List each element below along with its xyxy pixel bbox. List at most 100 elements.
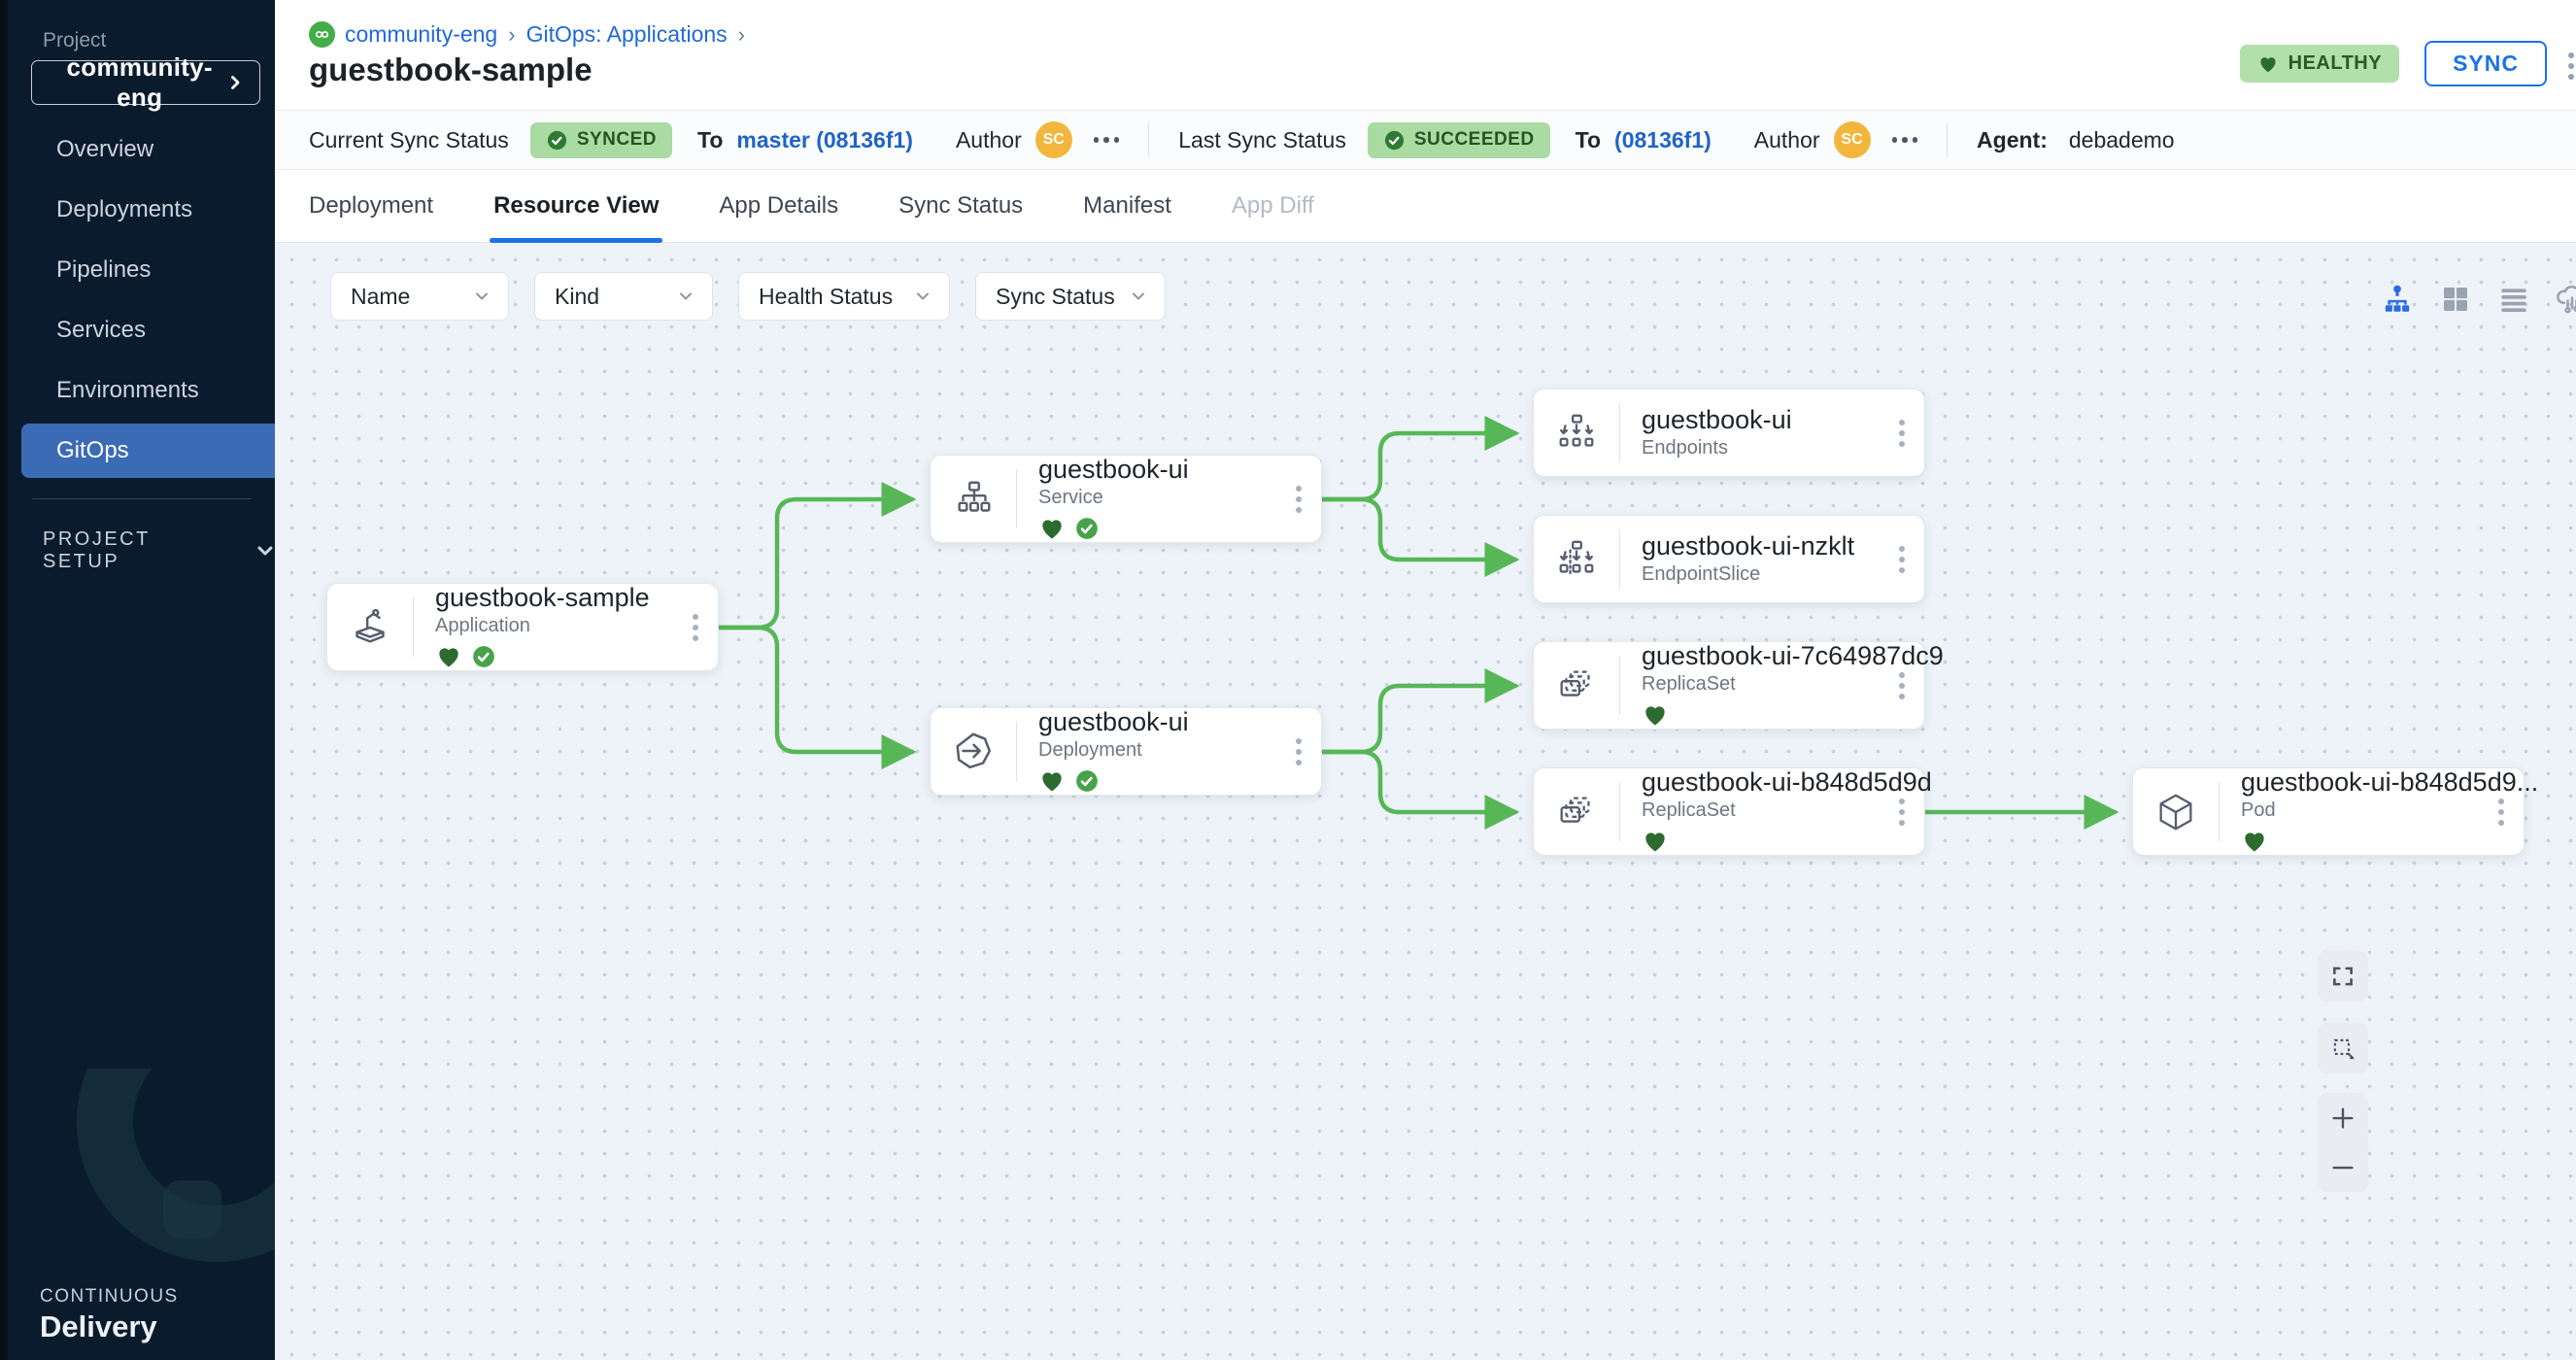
graph-node-application[interactable]: guestbook-sample Application [326, 583, 719, 671]
chevron-down-icon [680, 292, 692, 300]
healthy-heart-icon [1645, 833, 1665, 852]
tab-resource-view[interactable]: Resource View [490, 170, 663, 243]
node-menu-kebab-icon[interactable] [2494, 795, 2508, 830]
endpoints-icon [1534, 411, 1619, 456]
breadcrumb-section-link[interactable]: GitOps: Applications [525, 21, 728, 47]
page-title: guestbook-sample [309, 51, 593, 87]
endpointslice-icon [1534, 537, 1619, 582]
node-menu-kebab-icon[interactable] [689, 610, 702, 645]
node-title: guestbook-ui [1642, 405, 1792, 434]
node-kind: ReplicaSet [1642, 799, 1736, 822]
select-region-button[interactable] [2318, 1023, 2368, 1073]
tab-app-diff: App Diff [1232, 170, 1314, 243]
node-kind: Endpoints [1642, 437, 1728, 459]
chevron-down-icon [917, 292, 929, 300]
sidebar-item-deployments[interactable]: Deployments [8, 180, 275, 240]
graph-node-replicaset-7c64987dc9[interactable]: guestbook-ui-7c64987dc9 ReplicaSet [1533, 641, 1944, 730]
sidebar-item-pipelines[interactable]: Pipelines [8, 240, 275, 300]
synced-check-icon [473, 646, 494, 668]
last-sync-status-label: Last Sync Status [1178, 126, 1346, 153]
filter-label: Name [351, 283, 411, 309]
node-title: guestbook-ui-b848d5d9d [1642, 767, 1932, 797]
deployment-icon [931, 730, 1016, 774]
health-status-filter-dropdown[interactable]: Health Status [738, 272, 950, 321]
breadcrumb-project-link[interactable]: community-eng [345, 21, 498, 47]
gitops-green-icon [309, 21, 335, 48]
tab-label: Resource View [493, 192, 660, 219]
fullscreen-icon [2333, 967, 2353, 986]
zoom-out-button[interactable] [2318, 1142, 2368, 1192]
grid-view-icon[interactable] [2438, 282, 2473, 317]
project-selector[interactable]: community-eng [31, 52, 260, 112]
project-setup-toggle[interactable]: PROJECT SETUP [43, 528, 275, 573]
sidebar-item-services[interactable]: Services [8, 300, 275, 360]
node-title: guestbook-ui [1038, 455, 1189, 484]
replicaset-icon [1534, 663, 1619, 708]
graph-node-replicaset-b848d5d9d[interactable]: guestbook-ui-b848d5d9d ReplicaSet [1533, 767, 1932, 856]
sync-status-filter-dropdown[interactable]: Sync Status [975, 272, 1166, 321]
sidebar-item-label: Overview [56, 136, 154, 162]
graph-node-deployment[interactable]: guestbook-ui Deployment [930, 707, 1322, 796]
node-menu-kebab-icon[interactable] [1292, 482, 1305, 517]
tab-manifest[interactable]: Manifest [1083, 170, 1171, 243]
node-kind: Service [1038, 487, 1103, 509]
tree-view-icon[interactable] [2380, 282, 2415, 317]
divider [2219, 782, 2220, 841]
current-target-revision-link[interactable]: master (08136f1) [736, 126, 913, 153]
graph-node-service[interactable]: guestbook-ui Service [930, 455, 1322, 543]
graph-edges [716, 416, 2119, 830]
check-circle-icon [1384, 130, 1404, 150]
fit-to-screen-button[interactable] [2318, 951, 2368, 1002]
author-avatar[interactable]: SC [1833, 121, 1871, 158]
view-mode-bar [2380, 282, 2576, 317]
node-kind: Deployment [1038, 739, 1142, 762]
author-avatar[interactable]: SC [1034, 121, 1072, 158]
tab-deployment[interactable]: Deployment [309, 170, 433, 243]
sync-button[interactable]: SYNC [2424, 41, 2547, 86]
module-brand: CONTINUOUS Delivery [40, 1286, 179, 1344]
healthy-heart-icon [1645, 706, 1665, 726]
graph-node-endpoints[interactable]: guestbook-ui Endpoints [1533, 389, 1925, 477]
filter-label: Sync Status [996, 283, 1115, 309]
divider [413, 597, 414, 657]
cloud-network-icon[interactable] [2555, 282, 2576, 317]
tab-sync-status[interactable]: Sync Status [898, 170, 1023, 243]
sidebar-item-environments[interactable]: Environments [8, 360, 275, 421]
agent-label: Agent: [1977, 126, 2048, 153]
last-target-revision-link[interactable]: (08136f1) [1614, 126, 1712, 153]
commit-details-kebab-icon[interactable] [1093, 137, 1120, 143]
node-menu-kebab-icon[interactable] [1292, 734, 1305, 769]
tab-app-details[interactable]: App Details [719, 170, 838, 243]
graph-node-pod[interactable]: guestbook-ui-b848d5d9... Pod [2132, 767, 2538, 856]
sidebar-item-gitops[interactable]: GitOps [21, 424, 275, 478]
project-setup-label: PROJECT SETUP [43, 528, 151, 572]
node-menu-kebab-icon[interactable] [1895, 416, 1909, 451]
brand-delivery: Delivery [40, 1309, 157, 1343]
filter-bar: Name Kind Health Status Sync Status [330, 272, 1166, 321]
node-kind: ReplicaSet [1642, 673, 1736, 696]
node-menu-kebab-icon[interactable] [1895, 668, 1909, 703]
healthy-heart-icon [2245, 833, 2264, 852]
node-menu-kebab-icon[interactable] [1895, 795, 1909, 830]
sidebar-item-overview[interactable]: Overview [8, 119, 275, 180]
node-title: guestbook-ui-nzklt [1642, 531, 1855, 561]
brand-continuous: CONTINUOUS [40, 1286, 179, 1307]
synced-check-icon [1076, 518, 1098, 540]
header-overflow-kebab-icon[interactable] [2564, 49, 2576, 84]
tab-label: App Details [719, 192, 839, 219]
zoom-in-button[interactable] [2318, 1093, 2368, 1142]
to-label: To [1575, 126, 1602, 153]
list-view-icon[interactable] [2496, 282, 2531, 317]
plus-icon [2332, 1106, 2354, 1129]
succeeded-badge: SUCCEEDED [1367, 121, 1550, 158]
node-menu-kebab-icon[interactable] [1895, 542, 1909, 577]
commit-details-kebab-icon[interactable] [1891, 137, 1918, 143]
graph-node-endpointslice[interactable]: guestbook-ui-nzklt EndpointSlice [1533, 515, 1925, 603]
node-title: guestbook-ui-b848d5d9... [2241, 767, 2539, 797]
kind-filter-dropdown[interactable]: Kind [534, 272, 713, 321]
sidebar-nav: Overview Deployments Pipelines Services … [8, 119, 275, 481]
header-actions: HEALTHY SYNC [2239, 41, 2547, 86]
breadcrumb: community-eng › GitOps: Applications › [309, 21, 746, 48]
resource-graph-canvas[interactable]: Name Kind Health Status Sync Status [275, 243, 2576, 1360]
name-filter-dropdown[interactable]: Name [330, 272, 509, 321]
